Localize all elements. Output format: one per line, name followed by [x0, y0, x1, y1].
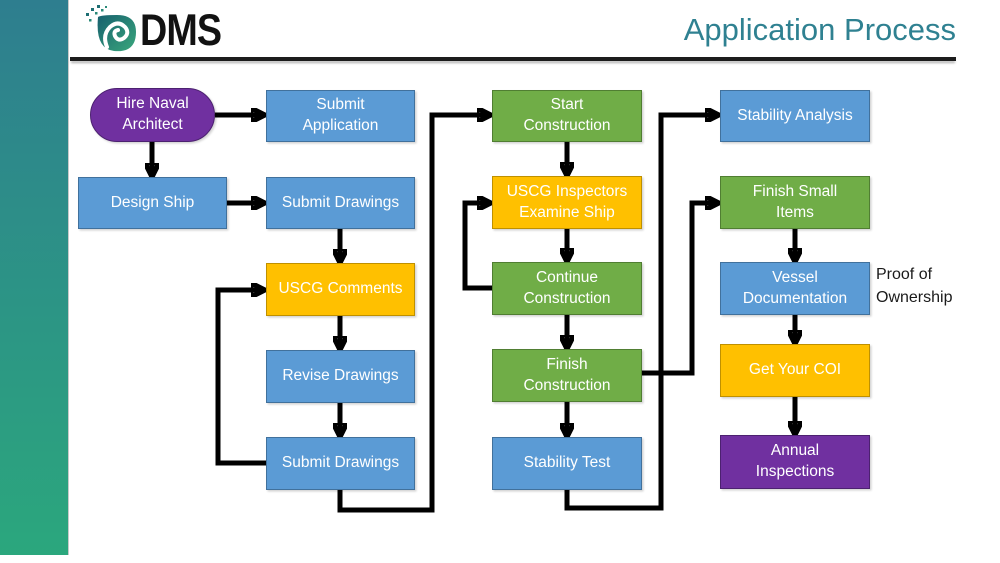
node-uscg-comments: USCG Comments: [266, 263, 415, 316]
node-finish-small-items: Finish Small Items: [720, 176, 870, 229]
node-design-ship: Design Ship: [78, 177, 227, 229]
edge-stability-test-to-stability-analysis: [564, 115, 716, 511]
node-uscg-inspectors-examine-ship: USCG Inspectors Examine Ship: [492, 176, 642, 229]
node-submit-drawings-1: Submit Drawings: [266, 177, 415, 229]
node-hire-naval-architect: Hire Naval Architect: [90, 88, 215, 142]
node-get-your-coi: Get Your COI: [720, 344, 870, 397]
node-start-construction: Start Construction: [492, 90, 642, 142]
edge-submit-drawings-2-loop-to-uscg-comments: [215, 290, 266, 466]
sidebar-gradient-bar: [0, 0, 69, 555]
node-submit-drawings-2: Submit Drawings: [266, 437, 415, 490]
node-annual-inspections: Annual Inspections: [720, 435, 870, 489]
node-revise-drawings: Revise Drawings: [266, 350, 415, 403]
wave-swirl-icon: [86, 5, 136, 52]
proof-of-ownership-label: Proof of Ownership: [876, 266, 953, 307]
node-submit-application: Submit Application: [266, 90, 415, 142]
header-rule: [70, 57, 956, 61]
edge-submit-drawings-2-to-start-construction: [337, 115, 488, 513]
logo-text: DMS: [140, 4, 222, 55]
node-finish-construction: Finish Construction: [492, 349, 642, 402]
dms-logo: DMS: [84, 4, 228, 56]
node-stability-test: Stability Test: [492, 437, 642, 490]
edge-finish-construction-to-finish-small-items: [642, 203, 716, 376]
node-vessel-documentation: Vessel Documentation: [720, 262, 870, 315]
slide-title: Application Process: [683, 12, 956, 47]
edge-continue-loop-to-uscg-inspectors: [462, 203, 492, 291]
node-stability-analysis: Stability Analysis: [720, 90, 870, 142]
node-continue-construction: Continue Construction: [492, 262, 642, 315]
